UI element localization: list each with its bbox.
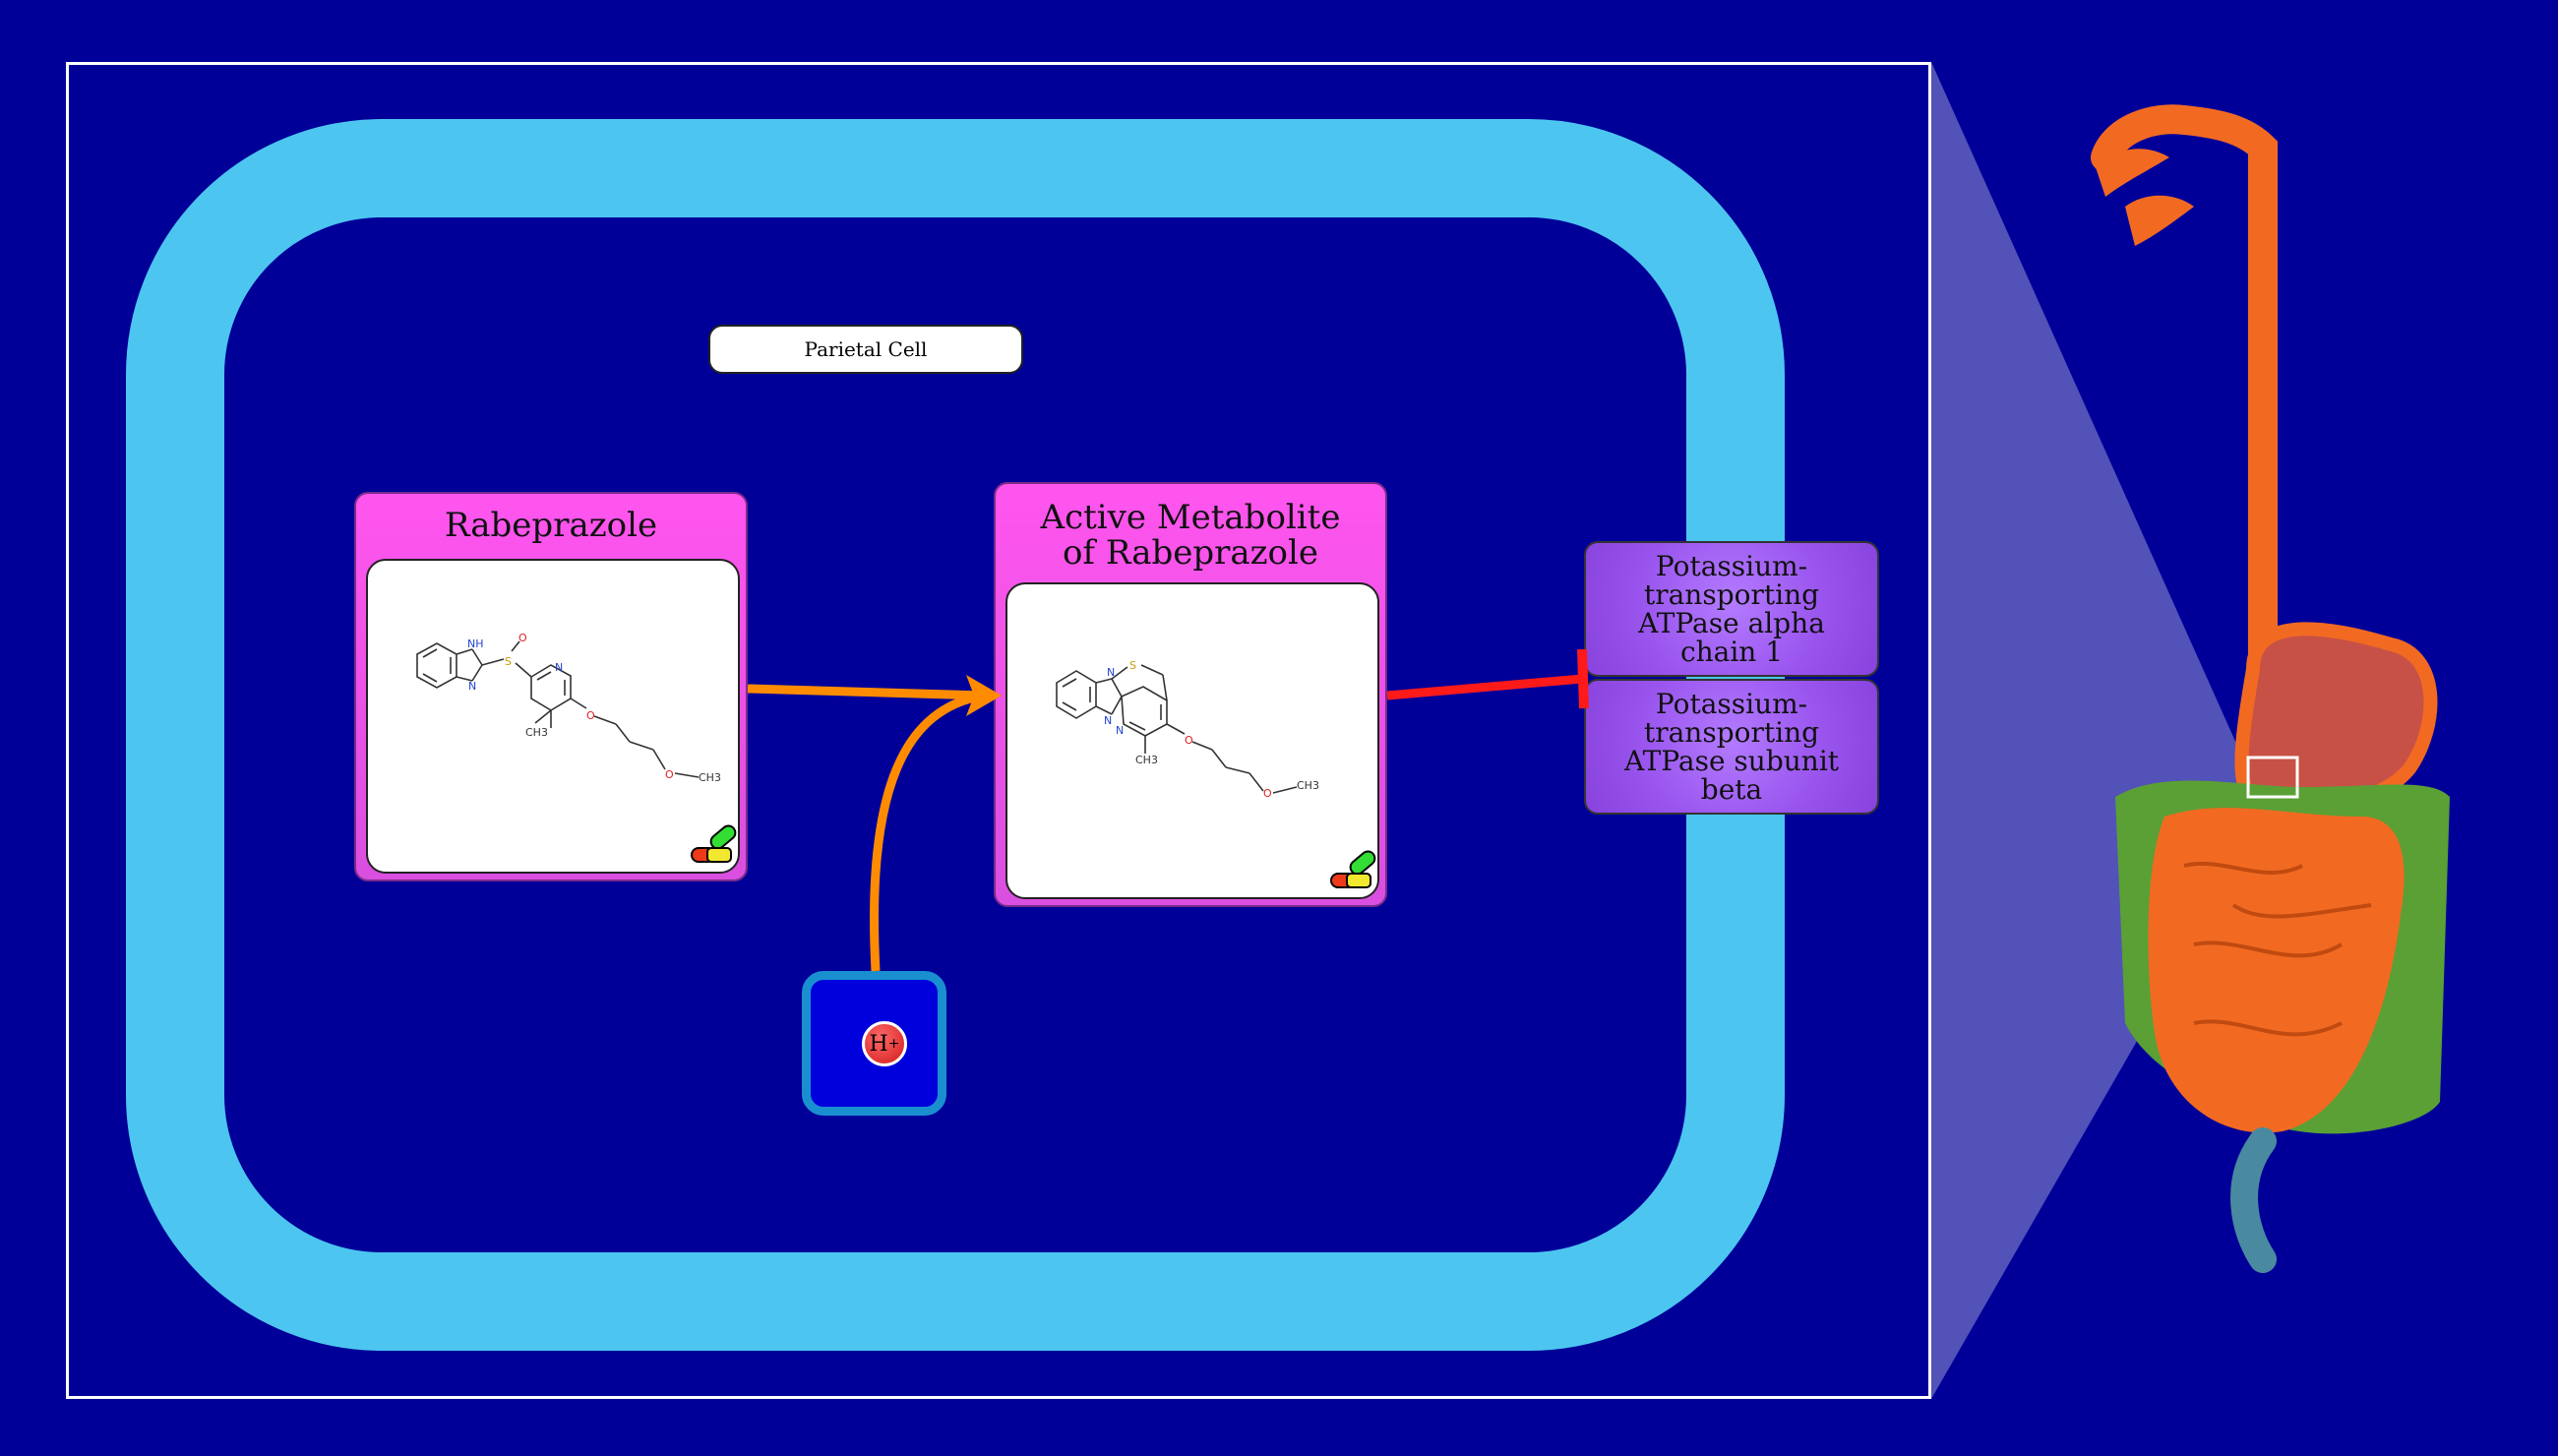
protein-label: transporting (1643, 716, 1820, 749)
atom-label: N (1104, 714, 1112, 727)
atom-label: CH3 (699, 771, 721, 784)
ion-charge: + (887, 1036, 900, 1052)
atom-label: O (665, 768, 674, 781)
atom-label: N (468, 680, 476, 693)
atom-label: N (555, 661, 563, 674)
drug-name: Rabeprazole (444, 506, 658, 545)
protein-label: Potassium- (1655, 688, 1808, 720)
atom-label: O (518, 632, 527, 644)
cell-membrane (126, 119, 1785, 1351)
structure-panel: NH N S O N CH3 O O CH3 (366, 559, 740, 874)
atom-label: CH3 (1297, 779, 1319, 792)
drug-node-active-metabolite[interactable]: Active Metabolite of Rabeprazole (994, 482, 1387, 907)
inhibition-arrow[interactable] (1386, 674, 1583, 700)
metabolite-structure: S N N N O O CH3 CH3 (1056, 659, 1319, 800)
drug-name-line1: Active Metabolite (1040, 498, 1341, 537)
hydrogen-arrow[interactable] (869, 691, 985, 972)
atom-label: S (505, 655, 512, 668)
zoom-frame (66, 62, 1931, 1399)
ion-node-hydrogen[interactable]: H+ (802, 971, 946, 1116)
atom-label: CH3 (1135, 754, 1158, 766)
pill-icon (1330, 850, 1376, 888)
protein-node-atpase-alpha[interactable]: Potassium- transporting ATPase alpha cha… (1584, 541, 1879, 677)
atom-label: NH (467, 637, 484, 650)
atom-label: N (1107, 666, 1115, 679)
inhibition-bar (1577, 648, 1589, 709)
atom-label: O (1185, 734, 1193, 747)
protein-label: ATPase alpha (1638, 607, 1825, 639)
structure-panel: S N N N O O CH3 CH3 (1005, 582, 1379, 899)
drug-name-line2: of Rabeprazole (1062, 533, 1319, 573)
protein-label: transporting (1643, 578, 1820, 611)
protein-label: beta (1700, 773, 1763, 806)
atom-label: O (586, 709, 595, 722)
pill-icon (691, 824, 737, 863)
atom-label: N (1116, 724, 1124, 737)
drug-node-rabeprazole[interactable]: Rabeprazole (354, 492, 748, 881)
protein-label: chain 1 (1679, 636, 1784, 668)
cell-label[interactable]: Parietal Cell (708, 325, 1023, 374)
protein-label: Potassium- (1655, 550, 1808, 582)
rabeprazole-structure: NH N S O N CH3 O O CH3 (416, 632, 721, 784)
atom-label: O (1263, 787, 1272, 800)
conversion-arrow[interactable] (747, 684, 985, 700)
hydrogen-ion-icon: H+ (862, 1021, 907, 1066)
protein-label: ATPase subunit (1623, 745, 1840, 777)
arrow-head (966, 675, 1002, 716)
digestive-system-icon (2091, 104, 2450, 1273)
atom-label: S (1129, 659, 1136, 672)
atom-label: CH3 (525, 726, 548, 739)
ion-symbol: H (869, 1031, 888, 1057)
protein-node-atpase-beta[interactable]: Potassium- transporting ATPase subunit b… (1584, 679, 1879, 815)
zoom-projection (1931, 62, 2295, 1399)
